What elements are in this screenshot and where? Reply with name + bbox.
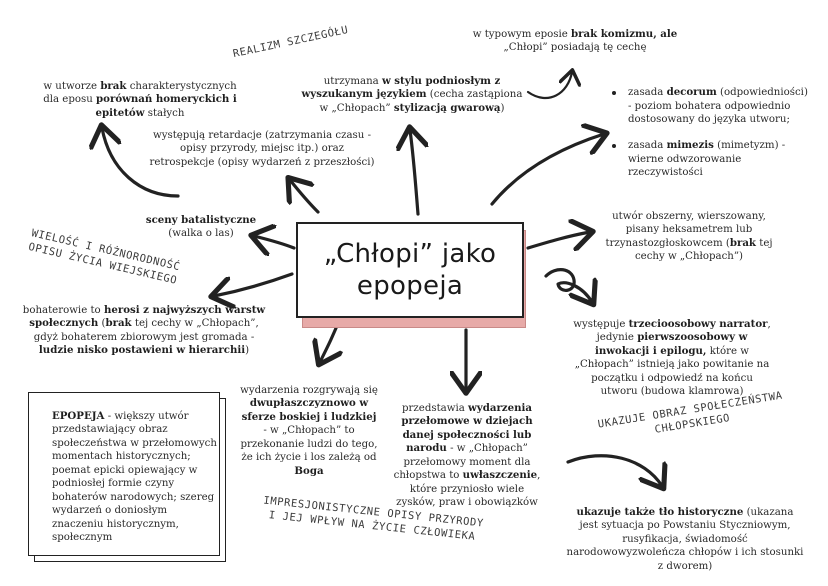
arrow-to-styl xyxy=(410,130,418,216)
arrow-to-bullets xyxy=(490,134,604,206)
arrow-to-retardacje xyxy=(290,180,320,214)
note-narrator: występuje trzecioosobowy narrator, jedyn… xyxy=(573,318,771,398)
note-brak-porownan: w utworze brak charakterystycznych dla e… xyxy=(43,80,237,119)
definition-text: EPOPEJA - większy utwór przedstawiający … xyxy=(52,410,217,544)
central-box: „Chłopi” jako epopeja xyxy=(296,222,524,318)
arrow-to-komizm xyxy=(526,72,572,100)
note-styl: utrzymana w stylu podniosłym z wyszukany… xyxy=(301,75,523,114)
bullet-list: zasada decorum (odpowiedniości) - poziom… xyxy=(612,86,812,192)
central-title-line2: epopeja xyxy=(356,271,464,301)
note-komizm: w typowym eposie brak komizmu, ale „Chło… xyxy=(472,28,678,54)
note-dwuplaszczyzna: wydarzenia rozgrywają się dwupłaszczyzno… xyxy=(240,385,378,477)
note-obszerny: utwór obszerny, wierszowany, pisany heks… xyxy=(605,211,773,263)
note-tlo: ukazuje także tło historyczne (ukazana j… xyxy=(566,506,804,572)
bullet-mimezis: zasada mimezis (mimetyzm) - wierne odwzo… xyxy=(612,139,812,180)
note-retardacje: występują retardacje (zatrzymania czasu … xyxy=(149,130,375,168)
bullet-decorum: zasada decorum (odpowiedniości) - poziom… xyxy=(612,86,812,127)
arrow-to-bohaterowie xyxy=(214,272,294,296)
arrow-to-brak-porownan xyxy=(102,128,180,198)
definition-box xyxy=(28,392,220,556)
arrow-to-sceny xyxy=(254,236,296,248)
arrow-to-tlo xyxy=(566,454,662,486)
note-przelomowe: przedstawia wydarzenia przełomowe w dzie… xyxy=(393,402,541,509)
arrow-to-obszerny xyxy=(526,232,590,248)
note-sceny: sceny batalistyczne(walka o las) xyxy=(145,214,257,240)
arrow-to-narrator xyxy=(544,268,592,302)
note-bohaterowie: bohaterowie to herosi z najwyższych wars… xyxy=(22,304,266,357)
central-title-line1: „Chłopi” jako xyxy=(323,238,497,269)
